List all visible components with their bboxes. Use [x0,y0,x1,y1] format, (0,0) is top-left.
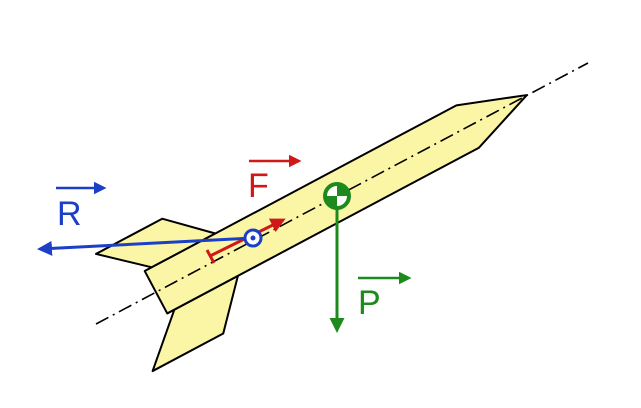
resistance-label-group: R [56,181,107,233]
resistance-label: R [57,195,82,233]
weight-label: P [358,284,381,322]
weight-label-group: P [358,271,412,322]
thrust-label: F [248,167,269,205]
thrust-label-group: F [248,154,302,205]
resistance-vector [37,236,254,256]
center-of-pressure-icon [243,228,263,248]
center-of-gravity-icon [323,182,351,210]
rocket [94,94,528,373]
